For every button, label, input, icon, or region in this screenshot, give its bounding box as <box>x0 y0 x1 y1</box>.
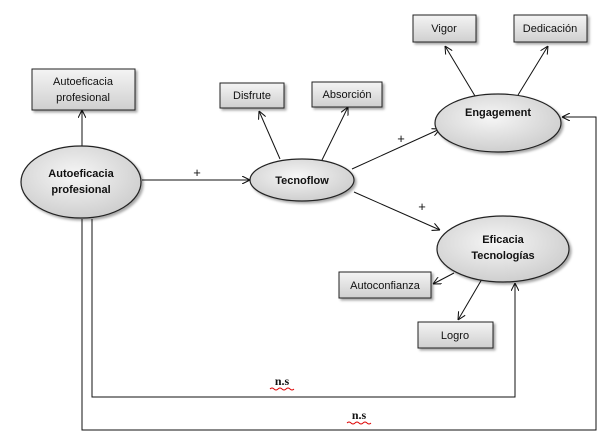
arrow-eficacia-to-autoconfianza <box>433 272 455 284</box>
arrow-tecnoflow-to-eficacia <box>353 191 440 230</box>
node-label: Disfrute <box>233 90 271 102</box>
sign-autoeficacia-tecnoflow: + <box>193 165 201 180</box>
arrow-autoeficacia-to-eficacia-ns <box>91 219 515 398</box>
node-label: Autoeficacia <box>48 168 114 180</box>
node-label: Dedicación <box>523 23 577 35</box>
node-label: profesional <box>56 92 110 104</box>
arrow-autoeficacia-to-engagement-ns <box>81 117 597 431</box>
arrow-tecnoflow-to-disfrute <box>259 111 281 160</box>
sign-tecnoflow-engagement: + <box>397 131 405 146</box>
node-eficacia-tecnologias: Eficacia Tecnologías <box>436 215 570 283</box>
node-vigor: Vigor <box>412 14 477 43</box>
node-label: Tecnoflow <box>275 175 329 187</box>
node-absorcion: Absorción <box>311 81 383 108</box>
node-autoeficacia-rect: Autoeficacia profesional <box>31 68 136 111</box>
arrow-tecnoflow-to-absorcion <box>321 107 348 161</box>
spellcheck-squiggle <box>269 387 295 391</box>
arrow-tecnoflow-to-engagement <box>351 129 440 170</box>
node-autoeficacia-ellipse: Autoeficacia profesional <box>20 145 142 219</box>
node-label: Autoeficacia <box>53 76 114 88</box>
spellcheck-squiggle <box>346 421 372 425</box>
node-tecnoflow: Tecnoflow <box>249 158 355 202</box>
node-label: Vigor <box>431 23 457 35</box>
edges <box>81 46 597 431</box>
node-label: profesional <box>51 184 110 196</box>
node-logro: Logro <box>417 321 494 349</box>
node-label: Autoconfianza <box>350 280 421 292</box>
ns-label-eficacia: n.s <box>275 374 290 388</box>
arrow-engagement-to-vigor <box>445 46 476 97</box>
node-engagement: Engagement <box>434 93 562 153</box>
node-label: Tecnologías <box>471 250 534 262</box>
node-disfrute: Disfrute <box>219 82 285 109</box>
node-label: Logro <box>441 330 469 342</box>
node-label: Eficacia <box>482 234 524 246</box>
ns-label-engagement: n.s <box>352 408 367 422</box>
node-label: Engagement <box>465 107 531 119</box>
node-label: Absorción <box>323 89 372 101</box>
arrow-eficacia-to-logro <box>458 278 483 320</box>
arrow-engagement-to-dedicacion <box>517 46 548 96</box>
sign-tecnoflow-eficacia: + <box>418 199 426 214</box>
node-dedicacion: Dedicación <box>513 14 588 43</box>
node-autoconfianza: Autoconfianza <box>338 271 432 299</box>
